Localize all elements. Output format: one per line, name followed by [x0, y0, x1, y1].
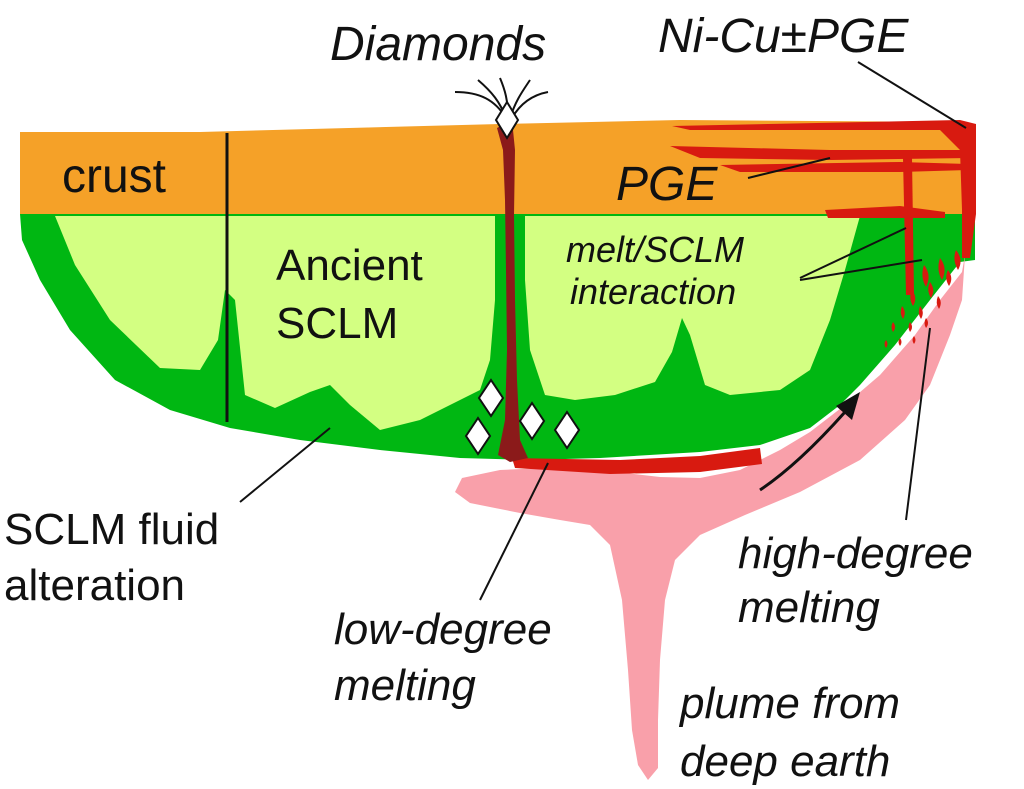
ancient-sclm-label-line2: SCLM: [276, 299, 398, 348]
flow-arrow-icon: [759, 392, 860, 492]
diamond-icon: [553, 410, 581, 450]
crust-layer: [20, 120, 975, 214]
melt-droplets: [884, 250, 961, 348]
diamond-icon: [464, 416, 492, 456]
high-degree-label-line1: high-degree: [738, 529, 973, 578]
low-degree-melt-pool: [512, 448, 762, 474]
plume-label-line2: deep earth: [680, 737, 890, 786]
pge-label: PGE: [616, 158, 718, 211]
sclm-fluid-label-line1: SCLM fluid: [4, 505, 219, 554]
melt-interaction-label-line2: interaction: [570, 271, 736, 312]
diamond-icon: [494, 100, 520, 140]
ni-cu-pge-label: Ni-Cu±PGE: [658, 10, 909, 63]
leader-lines: [239, 61, 967, 601]
melt-interaction-label-line1: melt/SCLM: [566, 229, 744, 270]
plume-region: [455, 255, 965, 780]
ancient-sclm-region: [55, 216, 495, 430]
plume-label-line1: plume from: [678, 679, 900, 728]
diamond-icon: [477, 378, 505, 418]
sclm-fluid-label-line2: alteration: [4, 561, 185, 610]
ancient-sclm-region-right: [525, 216, 860, 400]
diamonds-label: Diamonds: [330, 18, 546, 71]
low-degree-label-line2: melting: [334, 661, 476, 710]
ni-cu-melt-conduit: [672, 120, 976, 258]
ancient-sclm-label-line1: Ancient: [276, 241, 423, 290]
crust-label: crust: [62, 150, 166, 203]
low-degree-label-line1: low-degree: [334, 605, 552, 654]
diamond-icon: [518, 401, 546, 441]
pge-sill-upper: [670, 146, 970, 160]
kimberlite-pipe: [497, 120, 528, 462]
pge-sill-lower: [825, 206, 945, 218]
high-degree-label-line2: melting: [738, 583, 880, 632]
